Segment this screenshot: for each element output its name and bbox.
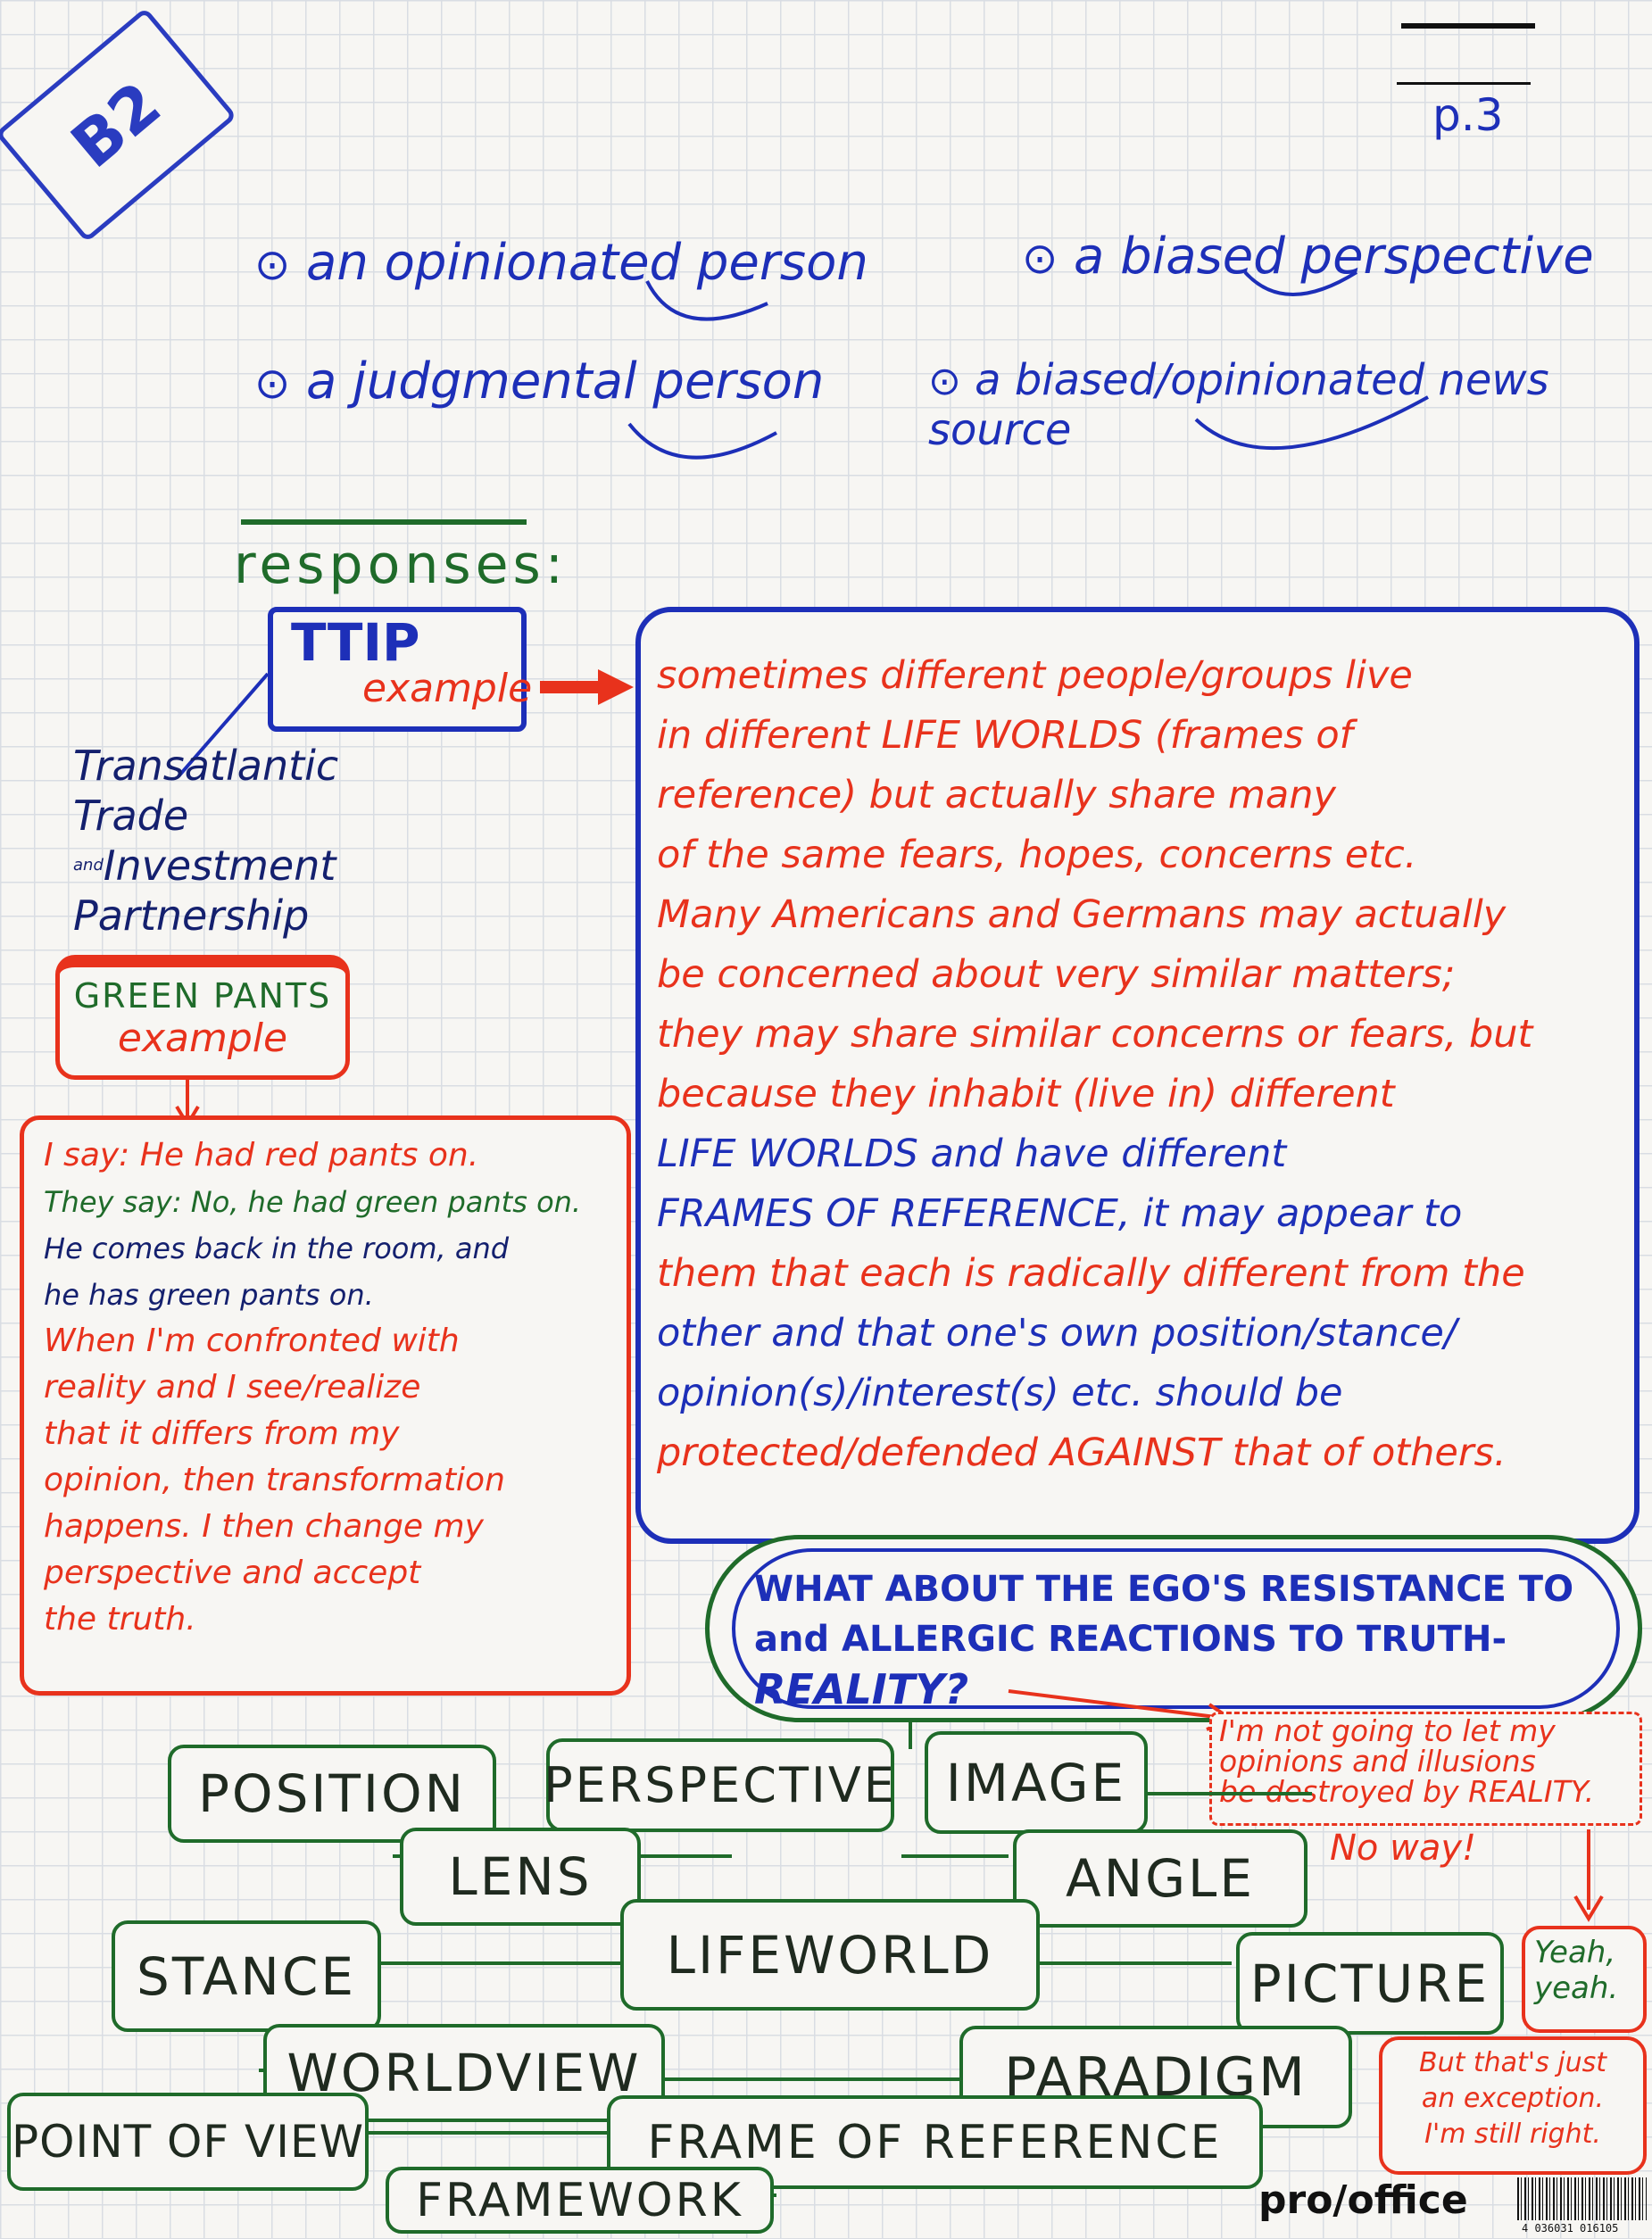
ego-reply-text: I'm not going to let my opinions and ill…: [1219, 1713, 1595, 1809]
barcode-number: 4 036031 016105: [1522, 2222, 1619, 2235]
no-way-text: No way!: [1330, 1828, 1477, 1869]
term-image: IMAGE: [925, 1731, 1148, 1834]
life-worlds-box: sometimes different people/groups live i…: [635, 607, 1640, 1544]
term-angle: ANGLE: [1013, 1829, 1307, 1928]
responses-rule: [241, 519, 527, 525]
green-pants-box: GREEN PANTS example: [55, 955, 350, 1080]
page-number-rule-2: [1397, 82, 1531, 85]
term-lens: LENS: [400, 1828, 641, 1926]
exception-text: But that's just an exception. I'm still …: [1419, 2047, 1606, 2150]
phrase-4: ⊙ a biased/opinionated news source: [928, 355, 1549, 455]
bullet-icon: ⊙: [254, 359, 291, 409]
reply-arrow: [1573, 1829, 1604, 1922]
phrase-1: ⊙ an opinionated person: [254, 234, 868, 292]
responses-heading: responses:: [234, 534, 568, 596]
term-position: POSITION: [168, 1745, 496, 1843]
ego-cloud-inner: [732, 1548, 1620, 1709]
term-framework: FRAMEWORK: [386, 2167, 774, 2234]
phrase-2: ⊙ a biased perspective: [1022, 228, 1594, 286]
yeah-bubble: Yeah, yeah.: [1522, 1926, 1647, 2033]
arrow-icon: [1243, 270, 1358, 296]
arrow-icon: [1194, 395, 1429, 451]
green-pants-sub: example: [117, 1016, 288, 1061]
page-number: p.3: [1432, 89, 1504, 141]
brand-logo: pro/office: [1258, 2177, 1468, 2223]
term-stance: STANCE: [112, 1920, 381, 2032]
green-pants-title: GREEN PANTS: [73, 976, 332, 1016]
arrow-icon: [627, 422, 777, 460]
phrase-3: ⊙ a judgmental person: [254, 352, 825, 410]
exception-bubble: But that's just an exception. I'm still …: [1379, 2036, 1647, 2175]
bullet-icon: ⊙: [928, 359, 961, 404]
ttip-connector: [177, 669, 634, 778]
yeah-text: Yeah, yeah.: [1534, 1935, 1619, 2006]
ttip-sub: example: [362, 666, 533, 711]
page-number-rule: [1401, 23, 1535, 29]
green-pants-story: I say: He had red pants on. They say: No…: [44, 1137, 582, 1638]
bullet-icon: ⊙: [1022, 234, 1058, 284]
life-worlds-text: sometimes different people/groups live i…: [657, 653, 1533, 1475]
barcode: [1517, 2177, 1647, 2220]
term-point-of-view: POINT OF VIEW: [7, 2093, 369, 2191]
ttip-box: TTIP example: [268, 607, 532, 732]
green-pants-story-box: I say: He had red pants on. They say: No…: [20, 1115, 631, 1696]
ego-reply-box: I'm not going to let my opinions and ill…: [1209, 1712, 1642, 1826]
term-lifeworld: LIFEWORLD: [620, 1899, 1040, 2011]
ttip-expansion: Transatlantic Trade andInvestment Partne…: [73, 742, 339, 940]
bullet-icon: ⊙: [254, 240, 291, 290]
phrase-arrows: [627, 270, 1429, 460]
term-frame-of-reference: FRAME OF REFERENCE: [607, 2095, 1263, 2189]
term-perspective: PERSPECTIVE: [544, 1738, 894, 1832]
ego-cloud: WHAT ABOUT THE EGO'S RESISTANCE TO and A…: [705, 1535, 1642, 1722]
ttip-title: TTIP: [291, 612, 420, 673]
arrow-icon: [645, 280, 768, 321]
term-picture: PICTURE: [1236, 1932, 1504, 2035]
ego-cloud-text: WHAT ABOUT THE EGO'S RESISTANCE TO and A…: [754, 1569, 1574, 1713]
